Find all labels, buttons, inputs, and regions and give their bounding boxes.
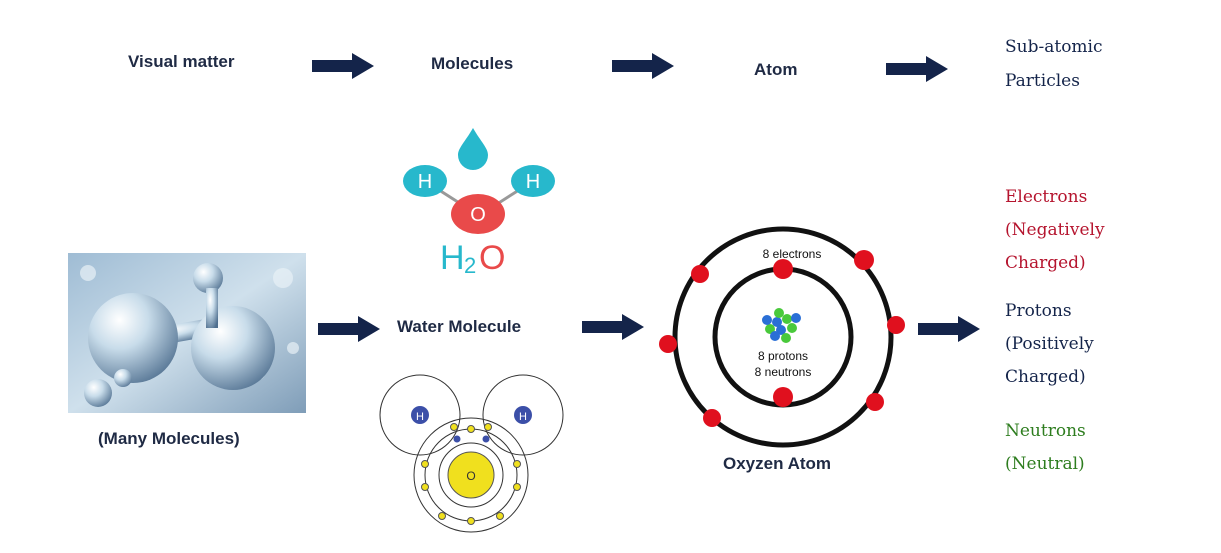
arrow-right-icon	[918, 316, 980, 342]
formula-o: O	[479, 239, 505, 277]
h-label-left: H	[416, 411, 424, 423]
oxygen-atom	[451, 194, 505, 234]
o-letter: O	[470, 204, 486, 226]
hydrogen-atom-left	[403, 165, 447, 197]
h-label-right: H	[519, 411, 527, 423]
electrons-charge-line1: (Negatively	[1005, 220, 1105, 240]
neutrons-charge: (Neutral)	[1005, 454, 1085, 474]
label-atom: Atom	[754, 60, 798, 79]
label-oxygen-atom: Oxyzen Atom	[723, 454, 832, 473]
protons-charge-line1: (Positively	[1005, 334, 1094, 354]
electrons-title: Electrons	[1005, 187, 1088, 207]
protons-count: 8 protons	[758, 349, 808, 363]
hydrogen-atom-right	[511, 165, 555, 197]
droplet-icon	[458, 128, 488, 170]
nucleus	[762, 308, 801, 343]
many-molecules-photo	[68, 253, 306, 413]
water-electron-shell-diagram: H H O	[379, 374, 564, 533]
label-visual-matter: Visual matter	[128, 52, 235, 71]
neutrons-title: Neutrons	[1005, 421, 1086, 441]
h-letter-right: H	[526, 171, 540, 193]
label-subatomic-line1: Sub-atomic	[1005, 37, 1103, 57]
arrow-right-icon	[886, 56, 948, 82]
oxygen-atom-diagram: 8 electrons 8 protons 8 neutrons	[659, 226, 905, 448]
arrow-right-icon	[318, 316, 380, 342]
electrons	[659, 250, 905, 427]
arrow-right-icon	[582, 314, 644, 340]
h2o-molecule-illustration: H H O H 2 O	[403, 128, 555, 278]
arrow-right-icon	[312, 53, 374, 79]
formula-subscript: 2	[464, 253, 476, 278]
h-letter-left: H	[418, 171, 432, 193]
outer-shell	[672, 226, 894, 448]
neutrons-count: 8 neutrons	[755, 365, 812, 379]
protons-title: Protons	[1005, 301, 1072, 321]
formula-h: H	[440, 239, 465, 277]
label-water-molecule: Water Molecule	[397, 317, 522, 336]
protons-charge-line2: Charged)	[1005, 367, 1086, 387]
label-molecules: Molecules	[431, 54, 514, 73]
electrons-charge-line2: Charged)	[1005, 253, 1086, 273]
label-subatomic-line2: Particles	[1005, 71, 1080, 91]
arrow-right-icon	[612, 53, 674, 79]
electrons-count: 8 electrons	[763, 247, 822, 261]
o-label: O	[466, 469, 475, 483]
caption-many-molecules: (Many Molecules)	[98, 429, 240, 448]
